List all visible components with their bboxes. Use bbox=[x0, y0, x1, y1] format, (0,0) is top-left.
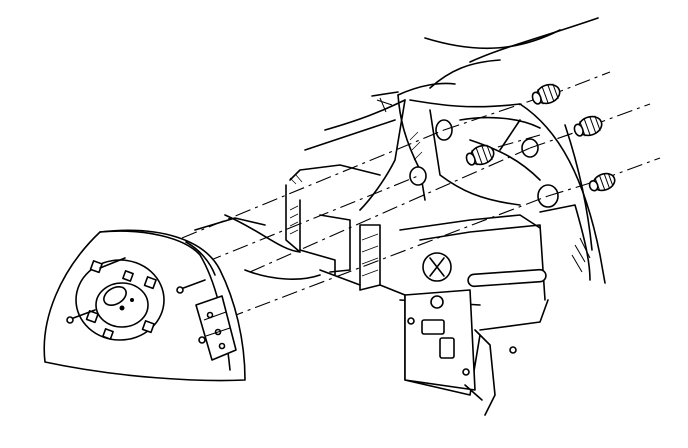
bracket-slot-lower bbox=[439, 337, 455, 359]
lamp-connector-plate bbox=[195, 295, 237, 361]
panel-mounting-holes bbox=[409, 119, 559, 208]
nut-2 bbox=[573, 115, 603, 137]
mounting-hole-middle bbox=[409, 166, 427, 186]
tail-lamp-assembly bbox=[43, 229, 246, 382]
bracket-hole bbox=[430, 295, 444, 309]
nut-4 bbox=[588, 172, 616, 192]
nut-1 bbox=[531, 83, 561, 105]
mounting-nuts bbox=[465, 83, 616, 192]
alignment-dashed-lines bbox=[181, 71, 661, 319]
mounting-bracket bbox=[404, 252, 547, 416]
rear-body-panel bbox=[194, 94, 549, 396]
nut-3 bbox=[465, 144, 495, 166]
lamp-bulb-socket bbox=[75, 259, 165, 341]
quarter-panel bbox=[304, 17, 606, 284]
bracket-slot bbox=[421, 319, 445, 335]
elongated-slot bbox=[467, 268, 547, 288]
